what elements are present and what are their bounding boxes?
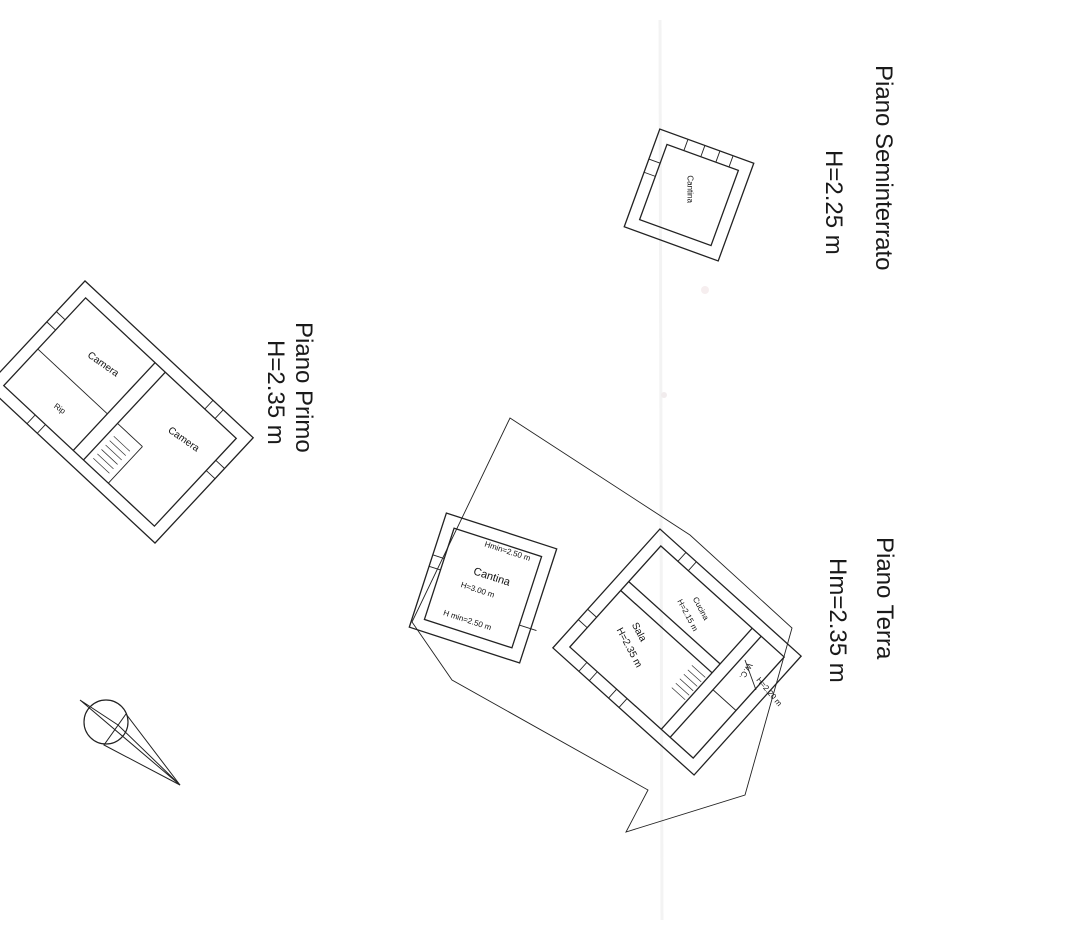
seminterrato-label-group: Piano Seminterrato H=2.25 m: [820, 65, 897, 270]
terra-cantina-h: H=3.00 m: [460, 580, 496, 599]
north-arrow-icon: [79, 699, 181, 786]
primo-height: H=2.35 m: [262, 340, 289, 445]
primo-plan: Camera Camera Rip: [0, 279, 255, 545]
terra-site-outline: [411, 417, 793, 833]
primo-room2-label: Camera: [85, 350, 121, 380]
terra-title: Piano Terra: [871, 537, 898, 660]
seminterrato-height: H=2.25 m: [820, 150, 847, 255]
terra-house-plan: Cucina H=2.15 m Sala H=2.35 m W.C.: [551, 528, 803, 776]
terra-label-group: Piano Terra Hm=2.35 m: [824, 537, 898, 683]
terra-cantina-plan: Hmin=2.50 m Cantina H=3.00 m H min=2.50 …: [408, 512, 558, 664]
primo-room3-label: Rip: [52, 402, 67, 417]
primo-label-group: Piano Primo H=2.35 m: [262, 322, 317, 453]
seminterrato-title: Piano Seminterrato: [870, 65, 897, 270]
terra-cantina-hmin-bottom: H min=2.50 m: [442, 608, 493, 632]
wc-leader-line: [744, 659, 757, 691]
scan-artifacts: [658, 19, 709, 921]
primo-room1-label: Camera: [166, 425, 202, 455]
terra-height: Hm=2.35 m: [824, 558, 851, 683]
primo-title: Piano Primo: [290, 322, 317, 453]
terra-cantina-hmin-top: Hmin=2.50 m: [483, 540, 532, 563]
seminterrato-room-label: Cantina: [686, 175, 695, 203]
seminterrato-plan: Cantina: [623, 128, 755, 262]
